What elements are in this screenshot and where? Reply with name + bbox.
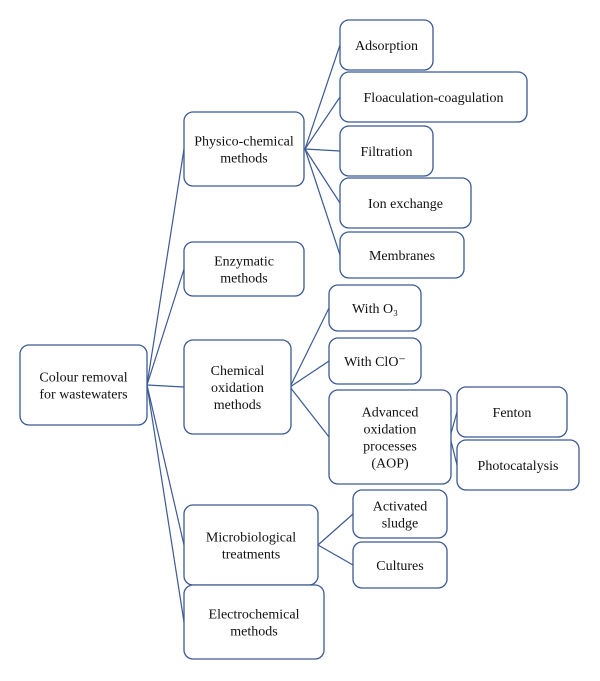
node-label-micro: treatments: [222, 548, 280, 563]
node-filtration: Filtration: [339, 125, 434, 177]
node-label-sludge: Activated: [373, 500, 427, 515]
node-box-o3: [328, 284, 422, 332]
edge-root-to-physico: [146, 148, 185, 386]
node-box-chemical: [183, 339, 292, 435]
node-box-enzymatic: [183, 241, 305, 297]
node-label-photocatalysis: Photocatalysis: [478, 459, 559, 474]
node-label-electro: methods: [230, 625, 277, 640]
edge-root-to-chemical: [146, 384, 185, 388]
edge-physico-to-adsorption: [304, 44, 341, 150]
edge-physico-to-ionexchange: [304, 148, 341, 204]
node-box-sludge: [352, 489, 448, 539]
node-label-cultures: Cultures: [376, 559, 423, 574]
edge-chemical-to-clo: [289, 360, 330, 388]
node-label-physico: Physico-chemical: [194, 135, 294, 150]
node-label-physico: methods: [220, 152, 267, 167]
edge-physico-to-floaculation: [304, 96, 341, 150]
node-label-o3: With O₃: [352, 302, 398, 317]
node-box-membranes: [339, 231, 465, 279]
node-box-cultures: [352, 541, 448, 589]
edge-chemical-to-aop: [289, 386, 330, 438]
edge-physico-to-membranes: [304, 148, 341, 256]
node-box-floaculation: [339, 71, 528, 123]
node-box-photocatalysis: [456, 439, 580, 491]
edge-root-to-micro: [146, 384, 185, 546]
node-label-micro: Microbiological: [206, 531, 296, 546]
node-box-ionexchange: [339, 177, 472, 229]
node-sludge: Activated sludge: [352, 489, 448, 539]
edge-micro-to-cultures: [317, 544, 354, 566]
node-label-clo: With ClO⁻: [344, 355, 406, 370]
node-label-aop: Advanced: [362, 406, 419, 421]
node-electro: Electrochemical methods: [183, 584, 325, 660]
node-label-root: for wastewaters: [39, 388, 127, 403]
node-box-aop: [328, 389, 452, 485]
node-aop: Advanced oxidation processes (AOP): [328, 389, 452, 485]
node-floaculation: Floaculation-coagulation: [339, 71, 528, 123]
node-label-membranes: Membranes: [369, 249, 435, 264]
node-box-physico: [183, 111, 305, 187]
node-label-enzymatic: methods: [220, 272, 267, 287]
node-label-chemical: methods: [214, 398, 261, 413]
node-membranes: Membranes: [339, 231, 465, 279]
node-box-clo: [328, 337, 422, 385]
node-box-root: [19, 344, 148, 426]
edge-root-to-enzymatic: [146, 268, 185, 386]
node-o3: With O₃: [328, 284, 422, 332]
node-label-chemical: Chemical: [211, 364, 265, 379]
node-clo: With ClO⁻: [328, 337, 422, 385]
node-label-adsorption: Adsorption: [355, 39, 418, 54]
node-label-fenton: Fenton: [493, 406, 532, 421]
node-label-filtration: Filtration: [360, 145, 412, 160]
node-micro: Microbiological treatments: [183, 504, 319, 586]
node-label-floaculation: Floaculation-coagulation: [364, 91, 504, 106]
node-label-chemical: oxidation: [211, 381, 264, 396]
node-label-ionexchange: Ion exchange: [368, 197, 443, 212]
node-photocatalysis: Photocatalysis: [456, 439, 580, 491]
node-chemical: Chemical oxidation methods: [183, 339, 292, 435]
node-enzymatic: Enzymatic methods: [183, 241, 305, 297]
edge-physico-to-filtration: [304, 148, 341, 152]
node-fenton: Fenton: [456, 386, 568, 438]
node-label-aop: oxidation: [364, 423, 417, 438]
connector-lines: [146, 44, 458, 623]
edge-root-to-electro: [146, 384, 185, 623]
node-box-filtration: [339, 125, 434, 177]
node-physico: Physico-chemical methods: [183, 111, 305, 187]
edge-chemical-to-o3: [289, 307, 330, 388]
node-cultures: Cultures: [352, 541, 448, 589]
node-label-root: Colour removal: [39, 371, 127, 386]
edge-micro-to-sludge: [317, 513, 354, 546]
node-label-sludge: sludge: [382, 517, 419, 532]
node-root: Colour removal for wastewaters: [19, 344, 148, 426]
node-ionexchange: Ion exchange: [339, 177, 472, 229]
node-label-aop: (AOP): [371, 457, 409, 472]
node-box-fenton: [456, 386, 568, 438]
node-adsorption: Adsorption: [339, 19, 434, 71]
node-label-enzymatic: Enzymatic: [214, 255, 274, 270]
node-box-electro: [183, 584, 325, 660]
node-label-electro: Electrochemical: [209, 608, 300, 623]
diagram-nodes: Colour removal for wastewaters Physico-che…: [19, 19, 580, 660]
node-box-adsorption: [339, 19, 434, 71]
node-label-aop: processes: [363, 440, 417, 455]
